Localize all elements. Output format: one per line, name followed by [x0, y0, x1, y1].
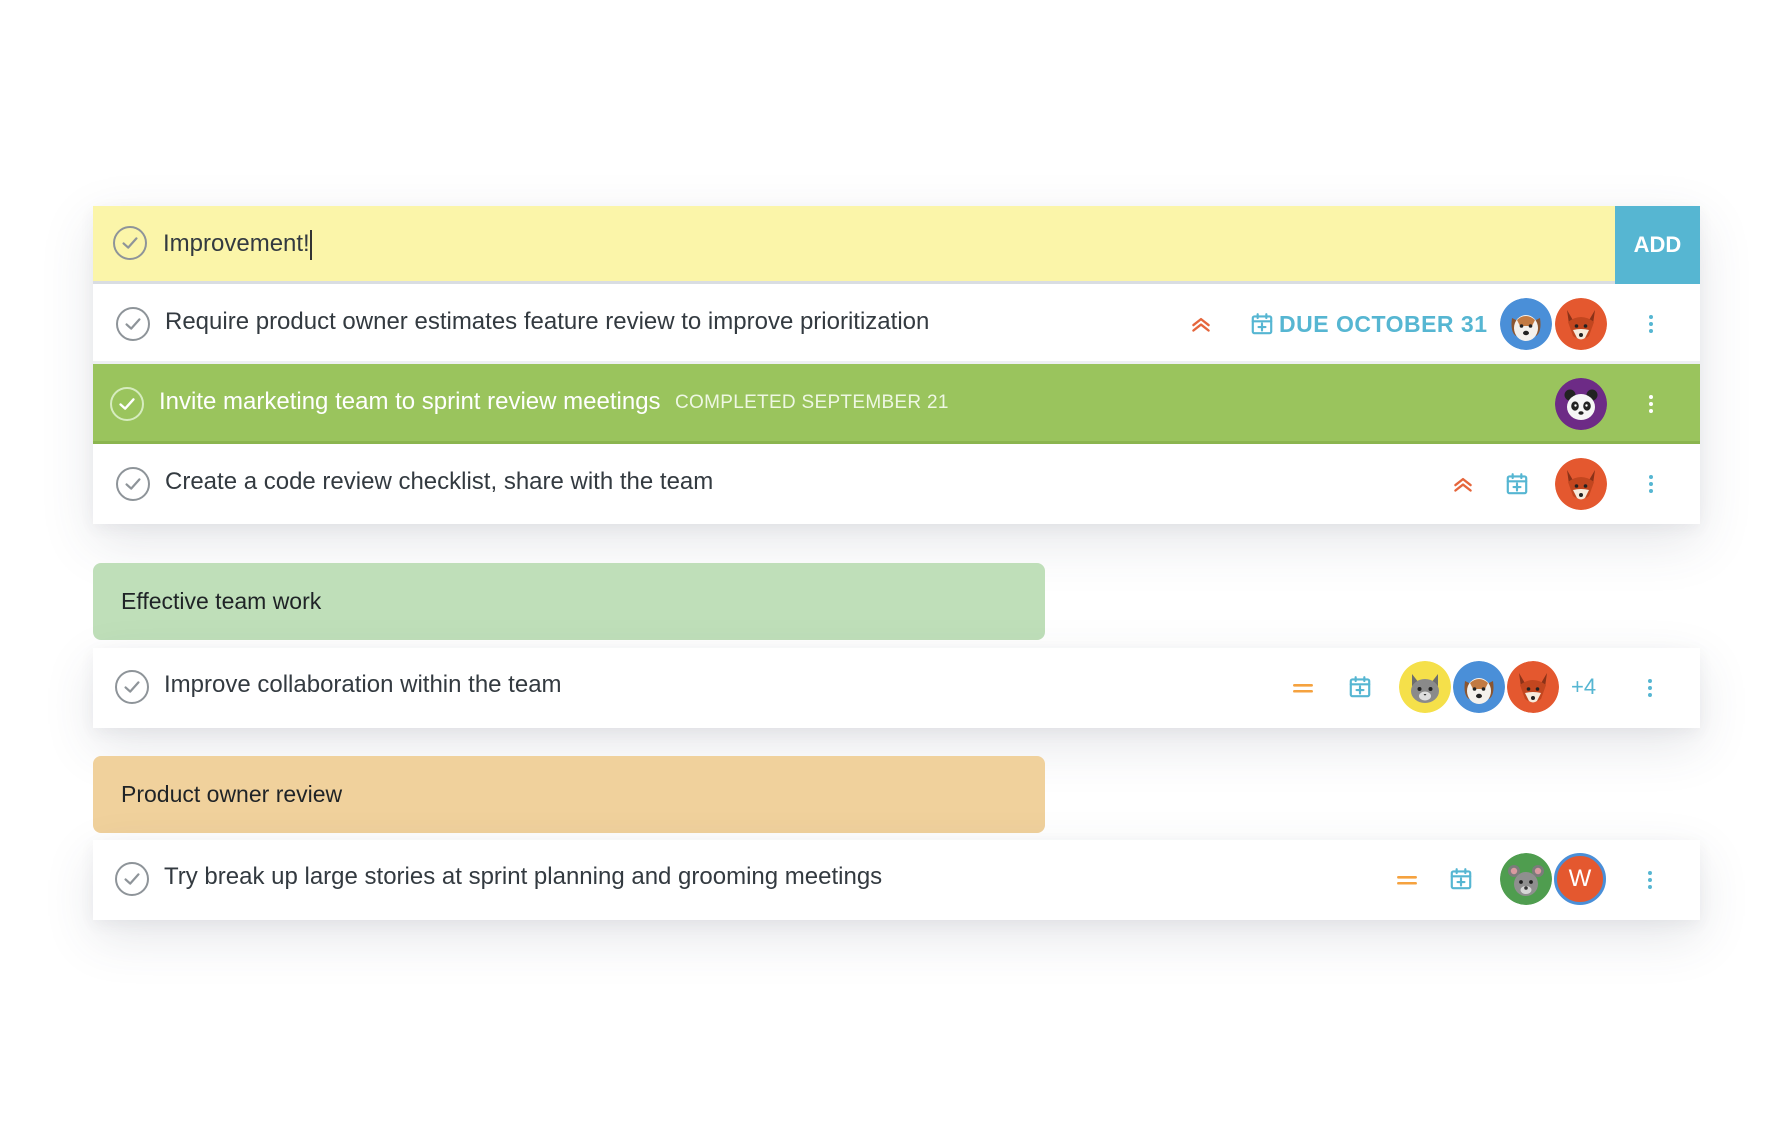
priority-high-icon[interactable] [1186, 309, 1216, 339]
calendar-add-icon[interactable] [1447, 865, 1475, 893]
completed-checkbox[interactable] [110, 387, 144, 421]
complete-checkbox[interactable] [116, 467, 150, 501]
more-options-icon[interactable] [1641, 306, 1661, 342]
task-list-card: ADD Require product owner estimates feat… [93, 206, 1700, 524]
extra-assignees-count[interactable]: +4 [1571, 674, 1597, 699]
calendar-add-icon[interactable] [1248, 310, 1276, 338]
panda-avatar[interactable] [1555, 378, 1607, 430]
task-row[interactable]: Improve collaboration within the team +4 [93, 648, 1700, 728]
mouse-avatar[interactable] [1500, 853, 1552, 905]
dog-avatar[interactable] [1453, 661, 1505, 713]
group-title: Product owner review [121, 781, 343, 807]
fox-avatar[interactable] [1555, 458, 1607, 510]
completed-date-label: COMPLETED SEPTEMBER 21 [675, 392, 949, 413]
priority-high-icon[interactable] [1448, 469, 1478, 499]
fox-avatar[interactable] [1555, 298, 1607, 350]
new-task-input[interactable] [163, 220, 1463, 268]
group-task-card: Improve collaboration within the team +4 [93, 648, 1700, 728]
task-row[interactable]: Create a code review checklist, share wi… [93, 444, 1700, 524]
check-circle-icon [113, 226, 147, 260]
add-task-button[interactable]: ADD [1615, 206, 1700, 284]
priority-medium-icon[interactable] [1392, 865, 1422, 895]
more-options-icon[interactable] [1641, 386, 1661, 422]
group-header-effective-team-work[interactable]: Effective team work [93, 563, 1045, 640]
complete-checkbox[interactable] [115, 862, 149, 896]
priority-medium-icon[interactable] [1288, 673, 1318, 703]
calendar-add-icon[interactable] [1346, 673, 1374, 701]
task-title: Invite marketing team to sprint review m… [159, 388, 661, 415]
due-date-label[interactable]: DUE OCTOBER 31 [1279, 311, 1488, 337]
dog-avatar[interactable] [1500, 298, 1552, 350]
group-title: Effective team work [121, 588, 322, 614]
complete-checkbox[interactable] [115, 670, 149, 704]
complete-checkbox[interactable] [116, 307, 150, 341]
group-header-product-owner-review[interactable]: Product owner review [93, 756, 1045, 833]
more-options-icon[interactable] [1640, 862, 1660, 898]
task-title: Create a code review checklist, share wi… [165, 468, 714, 495]
user-initial-avatar[interactable]: W [1554, 853, 1606, 905]
more-options-icon[interactable] [1641, 466, 1661, 502]
fox-avatar[interactable] [1507, 661, 1559, 713]
group-task-card: Try break up large stories at sprint pla… [93, 840, 1700, 920]
task-title: Require product owner estimates feature … [165, 308, 930, 335]
calendar-add-icon[interactable] [1503, 470, 1531, 498]
more-options-icon[interactable] [1640, 670, 1660, 706]
cat-avatar[interactable] [1399, 661, 1451, 713]
new-task-row: ADD [93, 206, 1700, 284]
task-title: Improve collaboration within the team [164, 671, 562, 698]
task-row[interactable]: Require product owner estimates feature … [93, 284, 1700, 364]
task-row[interactable]: Try break up large stories at sprint pla… [93, 840, 1700, 920]
task-title: Try break up large stories at sprint pla… [164, 863, 883, 890]
text-cursor [310, 230, 312, 260]
task-row-completed[interactable]: Invite marketing team to sprint review m… [93, 364, 1700, 444]
